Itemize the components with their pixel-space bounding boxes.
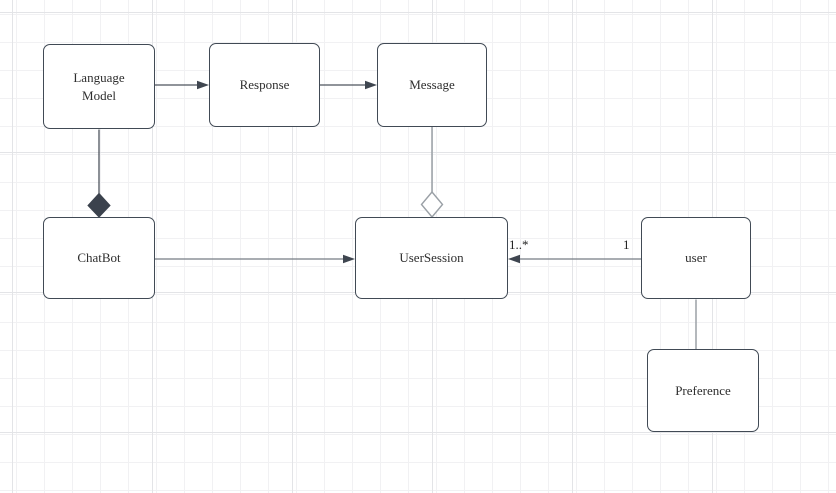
edge-message-to-user-session[interactable] xyxy=(420,127,444,219)
multiplicity-label-user: 1 xyxy=(623,237,630,252)
arrowhead-icon xyxy=(197,80,209,90)
edge-chatbot-to-user-session[interactable] xyxy=(155,254,355,264)
hollow-diamond-icon xyxy=(420,190,444,219)
node-label: Response xyxy=(239,77,290,93)
node-label: user xyxy=(685,250,707,266)
arrowhead-icon xyxy=(343,254,355,264)
node-label: Language Model xyxy=(73,69,125,103)
node-label: Preference xyxy=(675,382,731,398)
node-label: Message xyxy=(409,77,455,93)
node-user[interactable]: user xyxy=(641,217,751,299)
arrowhead-icon xyxy=(365,80,377,90)
edge-language-model-to-response[interactable] xyxy=(155,80,209,90)
arrowhead-icon xyxy=(508,254,520,264)
node-user-session[interactable]: UserSession xyxy=(355,217,508,299)
multiplicity-label-user-session: 1..* xyxy=(509,237,529,252)
node-label: UserSession xyxy=(399,250,464,266)
node-chatbot[interactable]: ChatBot xyxy=(43,217,155,299)
node-message[interactable]: Message xyxy=(377,43,487,127)
edge-response-to-message[interactable] xyxy=(320,80,377,90)
edge-language-model-to-chatbot[interactable] xyxy=(87,129,111,218)
filled-diamond-icon xyxy=(87,192,111,218)
node-response[interactable]: Response xyxy=(209,43,320,127)
node-preference[interactable]: Preference xyxy=(647,349,759,432)
edge-user-to-user-session[interactable] xyxy=(508,254,641,264)
node-language-model[interactable]: Language Model xyxy=(43,44,155,129)
node-label: ChatBot xyxy=(77,250,121,266)
